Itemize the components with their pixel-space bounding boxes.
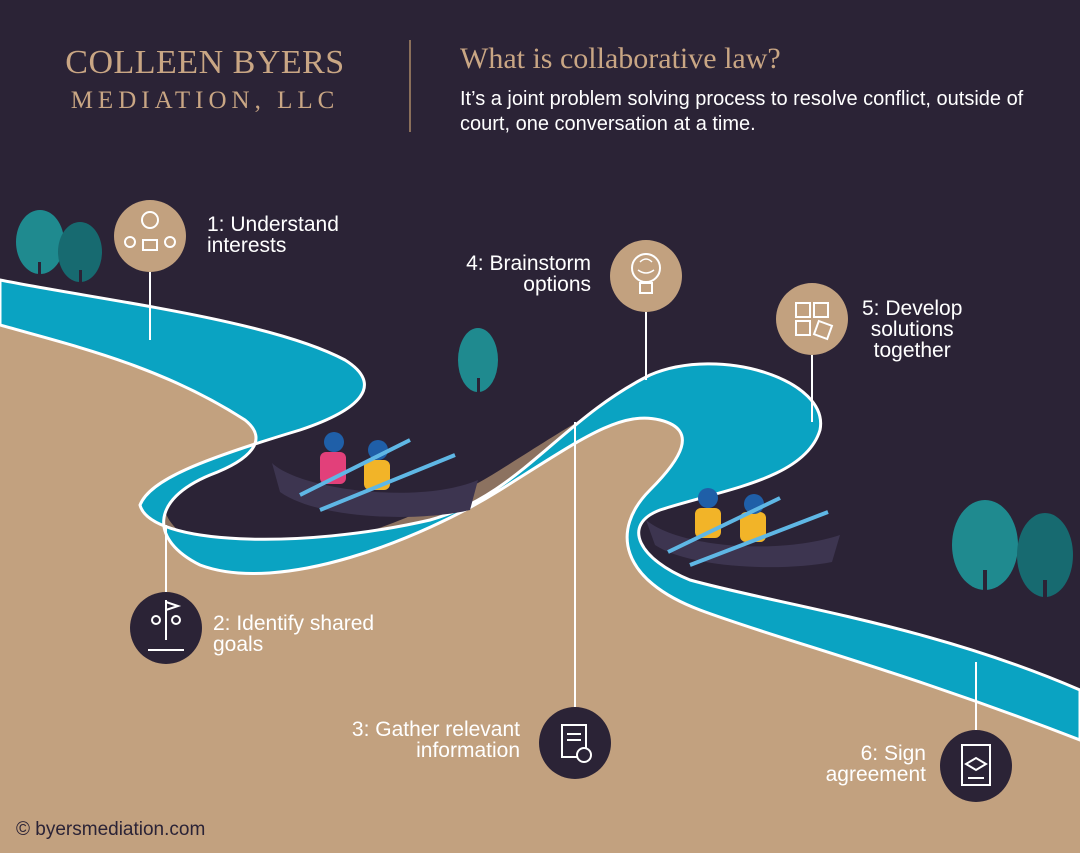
brand-logo: COLLEEN BYERS MEDIATION, LLC [40, 44, 370, 116]
copyright-footer: © byersmediation.com [16, 819, 206, 840]
tree-center [458, 328, 498, 404]
people-lightbulb-icon [114, 200, 186, 272]
document-info-icon [539, 707, 611, 779]
river [0, 278, 1080, 742]
handshake-agreement-icon [940, 730, 1012, 802]
step-2-label: 2: Identify shared goals [213, 612, 375, 656]
trees-top-left [16, 210, 102, 288]
page-subtitle: It’s a joint problem solving process to … [460, 88, 1024, 135]
kayak-right [646, 488, 840, 568]
step-1-label: 1: Understand interests [207, 213, 339, 257]
header-divider [409, 40, 411, 132]
people-flag-icon [130, 592, 202, 664]
step-3-label: 3: Gather relevant information [351, 718, 520, 762]
brain-lightbulb-icon [610, 240, 682, 312]
step-6-label: 6: Sign agreement [825, 742, 926, 786]
ground [0, 325, 1080, 853]
step-5-label: 5: Develop solutions together [862, 297, 963, 362]
trees-right [952, 500, 1073, 608]
kayak-left [272, 432, 478, 517]
brand-subname: MEDIATION, LLC [70, 87, 340, 114]
page-title: What is collaborative law? [460, 42, 781, 75]
puzzle-icon [776, 283, 848, 355]
step-4-label: 4: Brainstorm options [466, 252, 591, 296]
brand-name: COLLEEN BYERS [65, 44, 345, 81]
